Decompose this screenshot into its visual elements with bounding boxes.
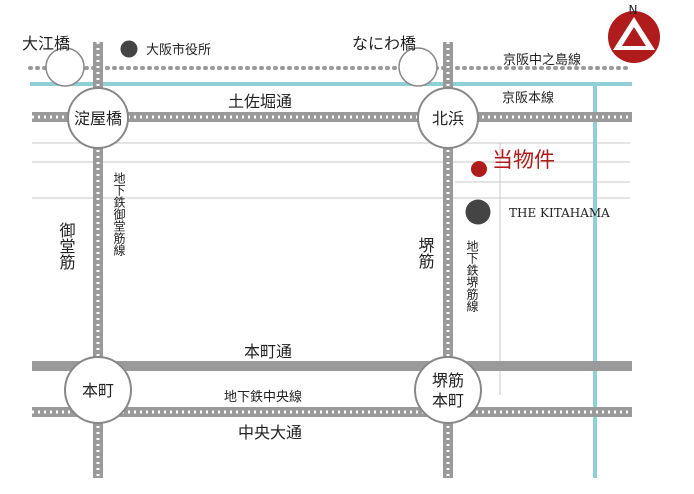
bridge-naniwa-circle <box>398 47 438 87</box>
city-hall-marker <box>120 40 138 58</box>
minor-streets <box>32 142 630 395</box>
kitahama-building-marker <box>465 199 491 225</box>
compass-letter: N <box>629 3 638 17</box>
station-yodoyabashi-label: 淀屋橋 <box>74 109 122 128</box>
honmachi-dori-label: 本町通 <box>244 342 292 361</box>
station-sakaisuji-honmachi-label-1: 堺筋 <box>432 371 464 390</box>
bridge-naniwa-label: なにわ橋 <box>352 34 416 53</box>
bridge-oe-label: 大江橋 <box>22 34 70 53</box>
property-marker <box>471 161 487 177</box>
sakaisuji-line-label: 地下鉄堺筋線 <box>465 240 479 312</box>
station-kitahama-circle <box>417 87 479 149</box>
station-sakaisuji-honmachi-label-2: 本町 <box>432 391 464 410</box>
property-label: 当物件 <box>492 148 555 172</box>
bridge-oe-circle <box>45 47 85 87</box>
chuo-odori-label: 中央大通 <box>238 423 302 442</box>
midosuji-line-label: 地下鉄御堂筋線 <box>112 172 126 256</box>
midosuji-label: 御堂筋 <box>57 222 76 271</box>
station-honmachi-circle <box>64 356 132 424</box>
tosabori-dori-label: 土佐堀通 <box>228 92 292 111</box>
station-sakaisuji-honmachi-circle <box>414 356 482 424</box>
keihan-main-line-label: 京阪本線 <box>502 90 554 106</box>
keihan-nakanoshima-line-label: 京阪中之島線 <box>503 52 581 68</box>
sakaisuji-label: 堺筋 <box>416 237 435 270</box>
station-kitahama-label: 北浜 <box>432 109 464 128</box>
kitahama-building-label: THE KITAHAMA <box>509 206 610 220</box>
station-honmachi-label: 本町 <box>82 381 114 400</box>
city-hall-label: 大阪市役所 <box>146 42 211 58</box>
chuo-line-label: 地下鉄中央線 <box>224 389 302 405</box>
station-yodoyabashi-circle <box>67 87 129 149</box>
compass-icon: N <box>608 3 660 63</box>
